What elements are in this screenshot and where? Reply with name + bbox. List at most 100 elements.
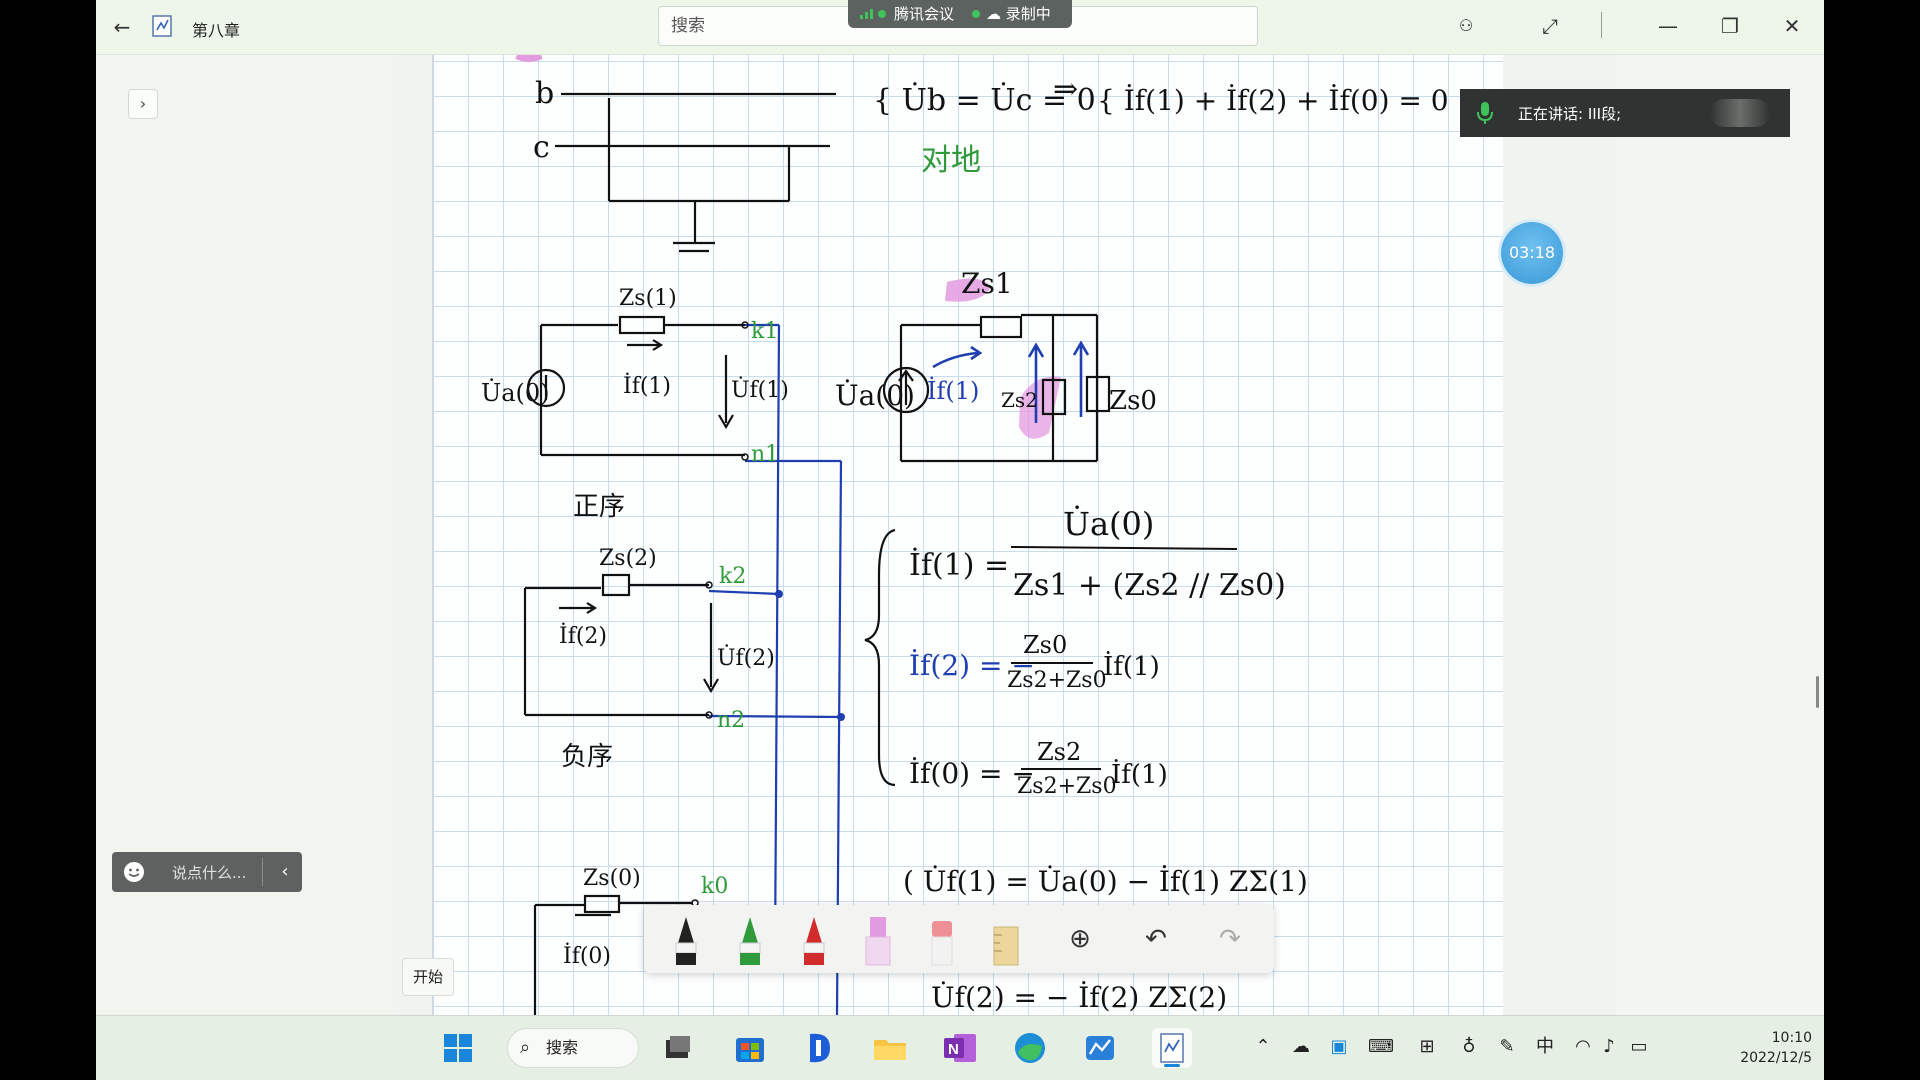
taskbar-search[interactable]: ⌕ 搜索 <box>507 1028 639 1068</box>
windows-start-icon[interactable] <box>438 1028 478 1068</box>
eq-if0-num: Zs2 <box>1037 738 1081 766</box>
label-k1: k1 <box>751 319 778 344</box>
note-canvas[interactable]: b c { U̇b = U̇c = 0 ⇒ { İf(1) + İf(2) + … <box>396 55 1616 1015</box>
label-ua0-left: U̇a(0) <box>481 379 550 407</box>
add-tool-icon[interactable]: ⊕ <box>1069 924 1091 954</box>
volume-icon[interactable]: ♪ <box>1603 1036 1615 1057</box>
label-k0: k0 <box>701 874 728 899</box>
label-zs1-left: Zs(1) <box>619 286 677 311</box>
label-if2-left: İf(2) <box>559 622 607 649</box>
speaker-avatar <box>1710 99 1770 127</box>
keyboard-icon[interactable]: ⌨ <box>1368 1036 1394 1057</box>
red-pen-icon[interactable] <box>794 913 834 969</box>
participants-icon[interactable]: ⚇ <box>1458 16 1474 35</box>
tray-app-icon[interactable]: ▣ <box>1330 1036 1348 1057</box>
taskbar: ⌕ 搜索 N ⌃ ☁ <box>96 1015 1824 1080</box>
recording-label: ☁ 录制中 <box>986 5 1051 23</box>
combined-circuit <box>882 313 1111 463</box>
zero-seq-circuit <box>533 894 693 1015</box>
ruler-icon[interactable] <box>986 913 1026 969</box>
label-uf1: U̇f(1) <box>731 377 789 403</box>
start-button[interactable]: 开始 <box>402 958 454 996</box>
label-k2: k2 <box>719 564 746 589</box>
redo-icon[interactable]: ↷ <box>1219 924 1241 954</box>
microsoft-store-icon[interactable] <box>730 1028 770 1068</box>
label-if0-left: İf(0) <box>563 942 611 969</box>
expand-sidebar-button[interactable]: › <box>128 89 158 119</box>
minimize-button[interactable]: — <box>1658 14 1678 38</box>
handwritten-notes: b c { U̇b = U̇c = 0 ⇒ { İf(1) + İf(2) + … <box>481 55 1449 1015</box>
file-explorer-icon[interactable] <box>870 1028 910 1068</box>
whiteboard-active-app-icon[interactable] <box>1152 1028 1192 1068</box>
label-b: b <box>535 76 554 111</box>
onenote-icon[interactable]: N <box>940 1028 980 1068</box>
fullscreen-button[interactable]: ⤢ <box>1542 14 1558 38</box>
label-negative-seq: 负序 <box>561 742 613 772</box>
battery-icon[interactable]: ▭ <box>1630 1036 1648 1057</box>
ground-sketch <box>555 92 836 253</box>
back-button[interactable]: ← <box>113 15 131 39</box>
pen-toolbar: ⊕ ↶ ↷ <box>644 905 1274 973</box>
blue-current-arrows <box>932 340 1090 423</box>
label-zs2-right: Zs2 <box>1001 388 1038 412</box>
onedrive-icon[interactable]: ☁ <box>1292 1036 1310 1057</box>
highlight-top <box>515 55 543 62</box>
arrow-implies: ⇒ <box>1053 72 1078 107</box>
eq-if2-den: Zs2+Zs0 <box>1007 668 1107 693</box>
grid-page[interactable]: b c { U̇b = U̇c = 0 ⇒ { İf(1) + İf(2) + … <box>432 55 1503 1015</box>
taskbar-search-label: 搜索 <box>546 1038 579 1057</box>
eq-ub-uc: { U̇b = U̇c = 0 <box>873 83 1096 118</box>
eq-if0-lhs: İf(0) = − <box>909 757 1035 790</box>
eq-uf2: U̇f(2) = − İf(2) ZΣ(2) <box>931 981 1227 1014</box>
title-bar: ← 第八章 搜索 腾讯会议 ☁ 录制中 ⚇ ⤢ — ❐ ✕ <box>96 0 1824 55</box>
recording-timer[interactable]: 03:18 <box>1501 222 1563 284</box>
eq-if1-num: U̇a(0) <box>1063 505 1154 543</box>
label-if1-left: İf(1) <box>623 372 671 399</box>
layout-icon[interactable]: ⊞ <box>1419 1036 1435 1057</box>
negative-seq-circuit <box>523 573 719 717</box>
pen-tray-icon[interactable]: ✎ <box>1499 1036 1515 1057</box>
highlight-zs1 <box>945 278 991 302</box>
microphone-tray-icon[interactable]: ♁ <box>1462 1036 1476 1057</box>
undo-icon[interactable]: ↶ <box>1145 924 1167 954</box>
eq-if0-tail: İf(1) <box>1111 759 1168 790</box>
highlighter-icon[interactable] <box>858 913 898 969</box>
label-zs0-right: Zs0 <box>1109 386 1157 416</box>
system-clock[interactable]: 10:10 2022/12/5 <box>1722 1028 1812 1068</box>
clock-time: 10:10 <box>1771 1030 1812 1046</box>
meeting-status-bar[interactable]: 腾讯会议 ☁ 录制中 <box>848 0 1072 28</box>
vertical-scrollbar[interactable] <box>1816 676 1819 708</box>
lenovo-app-icon[interactable] <box>800 1028 840 1068</box>
black-pen-icon[interactable] <box>666 913 706 969</box>
label-zs0-left: Zs(0) <box>583 866 641 891</box>
label-n1: n1 <box>751 442 779 467</box>
divider <box>1601 12 1602 38</box>
chat-input-bar[interactable]: 说点什么... ‹ <box>112 852 302 892</box>
eq-if2-num: Zs0 <box>1023 631 1067 659</box>
label-if1-right: İf(1) <box>927 376 979 405</box>
restore-button[interactable]: ❐ <box>1721 14 1739 38</box>
positive-seq-circuit <box>526 315 745 457</box>
close-button[interactable]: ✕ <box>1783 14 1801 38</box>
collapse-chat-button[interactable]: ‹ <box>281 861 289 882</box>
label-zs1-right: Zs1 <box>961 267 1013 300</box>
eq-if1-den: Zs1 + (Zs2 // Zs0) <box>1013 568 1286 603</box>
eq-if0-den: Zs2+Zs0 <box>1017 774 1117 799</box>
chat-placeholder: 说点什么... <box>172 864 247 882</box>
show-hidden-icons[interactable]: ⌃ <box>1255 1036 1271 1057</box>
whiteboard-taskbar-icon[interactable] <box>1080 1028 1120 1068</box>
equation-brace <box>864 528 896 787</box>
input-method-indicator[interactable]: 中 <box>1536 1036 1554 1057</box>
speaking-text: 正在讲话: III段; <box>1518 105 1622 123</box>
green-pen-icon[interactable] <box>730 913 770 969</box>
search-icon: ⌕ <box>520 1037 531 1058</box>
emoji-icon[interactable] <box>122 860 146 884</box>
app-window: ← 第八章 搜索 腾讯会议 ☁ 录制中 ⚇ ⤢ — ❐ ✕ › <box>96 0 1824 1080</box>
eraser-icon[interactable] <box>922 913 962 969</box>
page-title: 第八章 <box>192 21 241 40</box>
left-panel: › 说点什么... ‹ <box>96 55 396 1015</box>
wifi-icon[interactable]: ◠ <box>1575 1036 1591 1057</box>
task-view-icon[interactable] <box>658 1028 698 1068</box>
microphone-icon <box>1477 102 1493 124</box>
edge-browser-icon[interactable] <box>1010 1028 1050 1068</box>
